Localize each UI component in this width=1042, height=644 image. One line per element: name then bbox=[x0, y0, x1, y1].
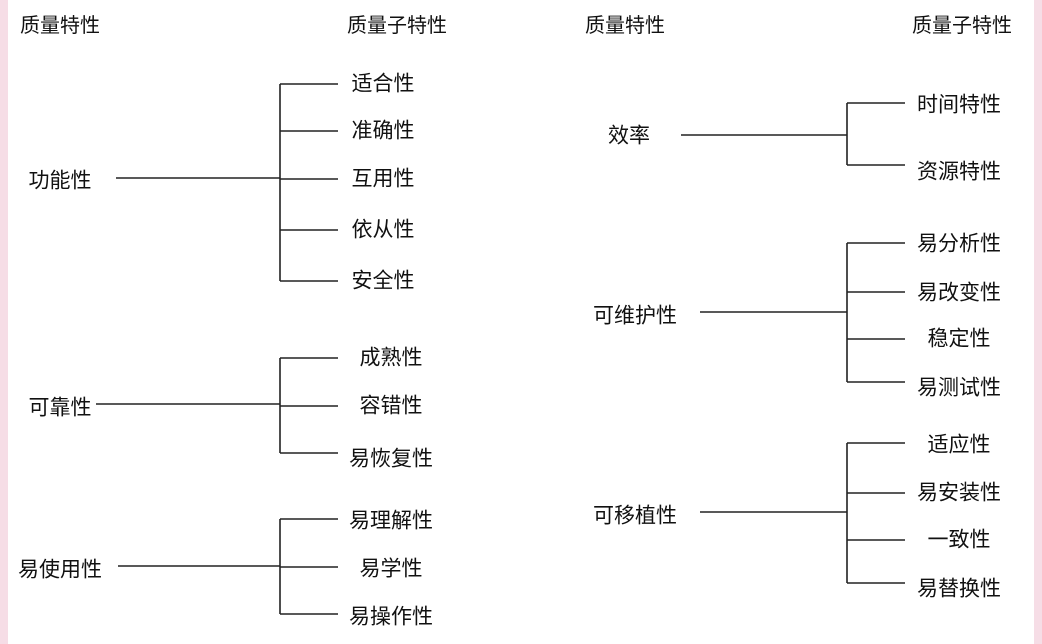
sub-conformance: 一致性 bbox=[927, 527, 991, 552]
group-functionality-label: 功能性 bbox=[28, 168, 92, 193]
sub-analysability: 易分析性 bbox=[917, 231, 1001, 256]
sub-suitability: 适合性 bbox=[351, 71, 415, 96]
group-reliability-label: 可靠性 bbox=[28, 395, 92, 420]
sub-learnability: 易学性 bbox=[359, 556, 423, 581]
sub-testability: 易测试性 bbox=[917, 375, 1001, 400]
sub-recoverability: 易恢复性 bbox=[349, 446, 433, 471]
header-left-subcharacteristic: 质量子特性 bbox=[347, 13, 447, 37]
sub-compliance: 依从性 bbox=[351, 217, 415, 242]
group-usability-label: 易使用性 bbox=[18, 557, 102, 582]
sub-resource-behaviour: 资源特性 bbox=[917, 159, 1001, 184]
group-portability-label: 可移植性 bbox=[593, 503, 677, 528]
group-maintainability-label: 可维护性 bbox=[593, 303, 677, 328]
header-left-characteristic: 质量特性 bbox=[20, 13, 100, 37]
header-right-characteristic: 质量特性 bbox=[585, 13, 665, 37]
quality-model-diagram: 质量特性 质量子特性 质量特性 质量子特性 功能性 适合性 准确性 互用性 依从… bbox=[8, 0, 1034, 644]
sub-stability: 稳定性 bbox=[927, 326, 991, 351]
sub-maturity: 成熟性 bbox=[359, 345, 423, 370]
header-right-subcharacteristic: 质量子特性 bbox=[912, 13, 1012, 37]
sub-security: 安全性 bbox=[351, 268, 415, 293]
tree-connector-lines bbox=[96, 83, 905, 615]
sub-adaptability: 适应性 bbox=[927, 432, 991, 457]
sub-replaceability: 易替换性 bbox=[917, 576, 1001, 601]
group-efficiency-label: 效率 bbox=[608, 123, 650, 148]
sub-fault-tolerance: 容错性 bbox=[359, 393, 423, 418]
sub-understandability: 易理解性 bbox=[349, 508, 433, 533]
sub-installability: 易安装性 bbox=[917, 480, 1001, 505]
sub-interoperability: 互用性 bbox=[351, 166, 415, 191]
sub-accuracy: 准确性 bbox=[351, 118, 415, 143]
sub-time-behaviour: 时间特性 bbox=[917, 92, 1001, 117]
sub-operability: 易操作性 bbox=[349, 604, 433, 629]
sub-changeability: 易改变性 bbox=[917, 280, 1001, 305]
